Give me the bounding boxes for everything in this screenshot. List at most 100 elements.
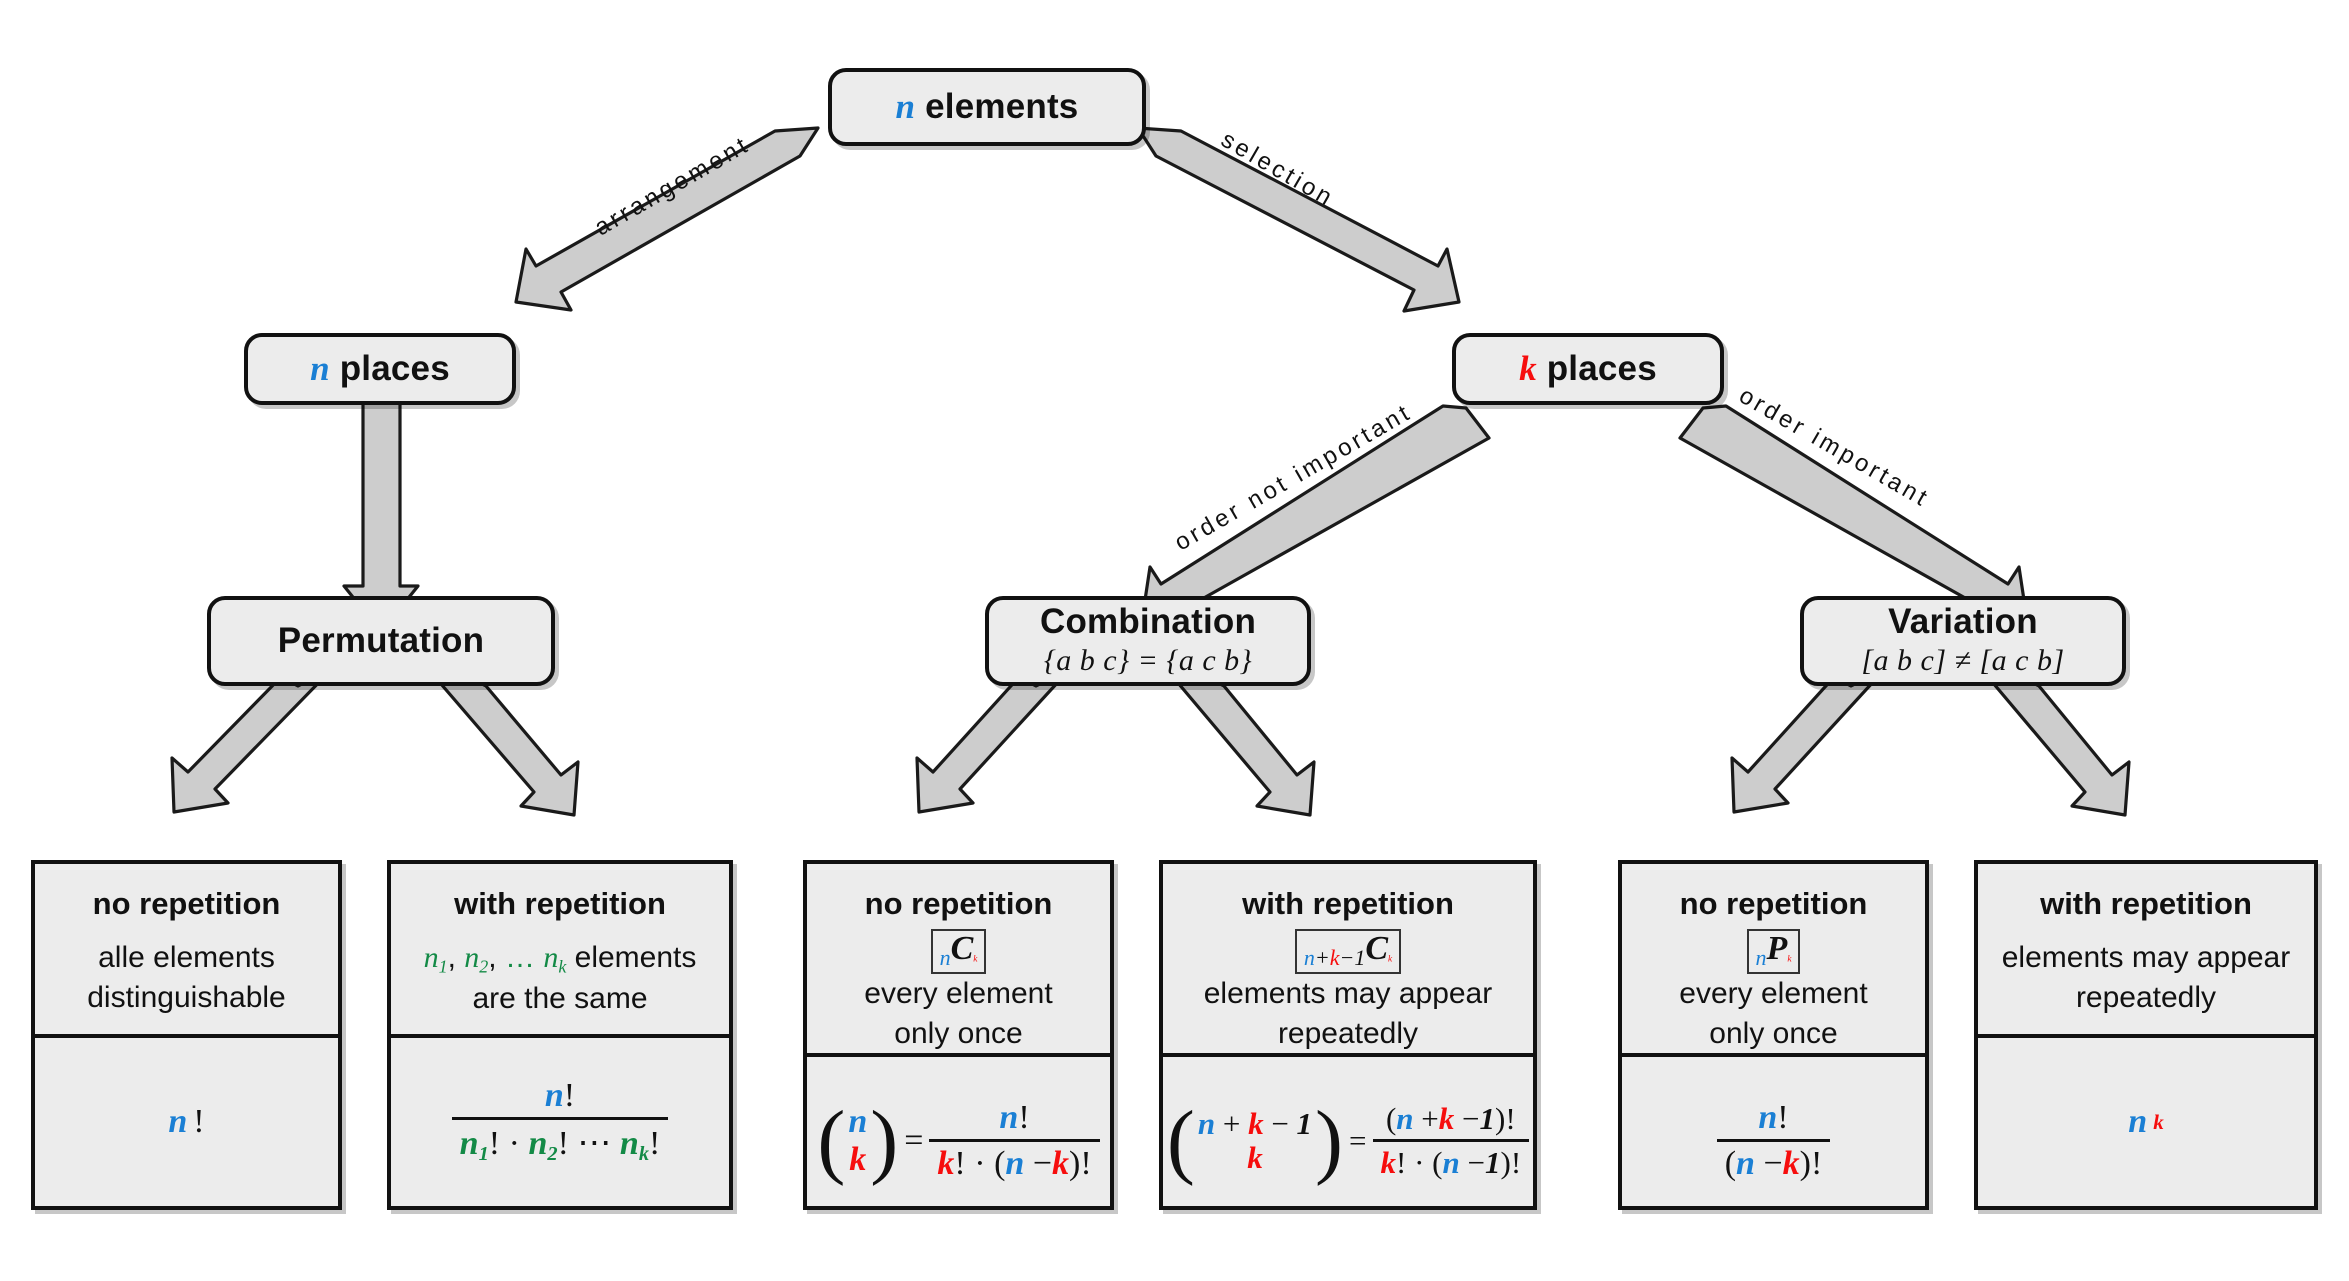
- fraction-denominator: k! · (n −1)!: [1372, 1139, 1530, 1181]
- leaf-body-line-1: elements may appear: [1203, 977, 1493, 1011]
- node-variation-subtitle: [a b c] ≠ [a c b]: [1861, 644, 2065, 678]
- edge-label-arrangement: arrangement: [590, 130, 755, 242]
- fraction-numerator: n!: [999, 1099, 1030, 1137]
- fraction-numerator: n!: [1758, 1099, 1789, 1137]
- leaf-header-text: no repetition: [92, 886, 281, 921]
- arrow-combination-to-with-repetition: [1171, 667, 1316, 817]
- leaf-header: no repetition nCk: [807, 864, 1110, 975]
- node-k-places[interactable]: k places: [1452, 333, 1724, 405]
- symbol-comma: ,: [447, 940, 456, 974]
- leaf-header-text: with repetition: [2040, 886, 2252, 921]
- binomial-coefficient: ( n + k − 1 k ): [1166, 1094, 1344, 1188]
- leaf-formula: n!: [35, 1034, 338, 1206]
- arrow-permutation-to-with-repetition: [433, 667, 580, 817]
- fraction-denominator: (n −k)!: [1716, 1139, 1831, 1183]
- symbol-n: n: [2128, 1103, 2148, 1140]
- node-n-elements[interactable]: n elements: [828, 68, 1146, 146]
- leaf-formula: ( n + k − 1 k ) = (n +k −1)! k!: [1163, 1053, 1533, 1225]
- node-k-places-rest: places: [1536, 348, 1657, 388]
- node-variation[interactable]: Variation [a b c] ≠ [a c b]: [1800, 596, 2126, 686]
- node-k-places-title: k places: [1519, 348, 1657, 388]
- leaf-header: with repetition: [1978, 864, 2314, 922]
- leaf-header-text: no repetition: [864, 886, 1053, 921]
- leaf-body-line-2: are the same: [472, 981, 648, 1015]
- arrow-variation-to-with-repetition: [1986, 667, 2131, 817]
- node-variation-title: Variation: [1888, 601, 2038, 641]
- arrow-root-to-k-places: [1136, 126, 1461, 313]
- leaf-header-text: no repetition: [1679, 886, 1868, 921]
- leaf-header-text: with repetition: [1242, 886, 1454, 921]
- leaf-body: elements may appear repeatedly: [1163, 974, 1533, 1053]
- edge-label-selection: selection: [1216, 126, 1340, 213]
- leaf-body: n1, n2, … nk elements are the same: [391, 922, 729, 1034]
- leaf-permutation-no-repetition[interactable]: no repetition alle elements distinguisha…: [31, 860, 342, 1210]
- formula-permutation-multiset: n! n1! · n2! ⋯ nk!: [451, 1077, 669, 1166]
- leaf-body: every element only once: [807, 974, 1110, 1053]
- node-permutation[interactable]: Permutation: [207, 596, 555, 686]
- leaf-header: no repetition nPk: [1622, 864, 1925, 975]
- symbol-factorial: !: [193, 1103, 205, 1140]
- edge-label-order-not-important: order not important: [1170, 398, 1417, 557]
- leaf-body: alle elements distinguishable: [35, 922, 338, 1034]
- symbol-n: n: [939, 945, 951, 971]
- formula-binomial-nk: ( n k ) = n! k! · (n −k)!: [817, 1098, 1100, 1183]
- leaf-body-line-1: elements may appear: [2001, 941, 2291, 975]
- symbol-nk: nk: [543, 940, 567, 977]
- leaf-formula: ( n k ) = n! k! · (n −k)!: [807, 1053, 1110, 1225]
- symbol-k: k: [1519, 348, 1537, 388]
- leaf-combination-no-repetition[interactable]: no repetition nCk every element only onc…: [803, 860, 1114, 1210]
- leaf-combination-with-repetition[interactable]: with repetition n+k−1Ck elements may app…: [1159, 860, 1537, 1210]
- symbol-ellipsis: …: [504, 940, 535, 974]
- fraction: n! (n −k)!: [1716, 1099, 1831, 1183]
- leaf-body: elements may appear repeatedly: [1978, 922, 2314, 1034]
- formula-variation-no-repetition: n! (n −k)!: [1716, 1099, 1831, 1183]
- fraction: n! n1! · n2! ⋯ nk!: [451, 1077, 669, 1166]
- arrow-k-places-to-variation: [1678, 404, 2029, 628]
- node-n-places-rest: places: [329, 348, 450, 388]
- node-n-places-title: n places: [310, 348, 450, 388]
- formula-binomial-n-plus-k-minus-1: ( n + k − 1 k ) = (n +k −1)! k!: [1166, 1094, 1530, 1188]
- leaf-permutation-with-repetition[interactable]: with repetition n1, n2, … nk elements ar…: [387, 860, 733, 1210]
- leaf-body: every element only once: [1622, 974, 1925, 1053]
- fraction-denominator: n1! · n2! ⋯ nk!: [451, 1117, 669, 1166]
- node-n-elements-rest: elements: [915, 86, 1079, 126]
- node-combination-title: Combination: [1039, 601, 1257, 641]
- leaf-body-line-2: only once: [1709, 1016, 1838, 1050]
- fraction-numerator: (n +k −1)!: [1385, 1101, 1516, 1137]
- leaf-body-line-2: distinguishable: [87, 981, 286, 1014]
- edge-label-order-important: order important: [1734, 382, 1935, 514]
- node-n-elements-title: n elements: [895, 86, 1079, 126]
- symbol-equals: =: [1349, 1123, 1367, 1159]
- leaf-body-line-1: alle elements: [98, 941, 275, 975]
- node-n-places[interactable]: n places: [244, 333, 516, 405]
- badge-nCk: nCk: [930, 929, 987, 975]
- leaf-header: with repetition: [391, 864, 729, 922]
- label-elements: elements: [566, 940, 697, 974]
- symbol-n1: n1: [423, 940, 448, 977]
- badge-n-plus-k-minus-1-C-k: n+k−1Ck: [1294, 929, 1402, 975]
- arrow-root-to-n-places: [514, 126, 820, 312]
- arrow-combination-to-no-repetition: [915, 667, 1072, 814]
- symbol-n: n: [895, 86, 916, 126]
- fraction-numerator: n!: [544, 1077, 576, 1115]
- node-permutation-title: Permutation: [277, 620, 485, 660]
- leaf-body-line-2: repeatedly: [2075, 981, 2217, 1014]
- leaf-body-line-1: every element: [1679, 977, 1868, 1011]
- fraction: (n +k −1)! k! · (n −1)!: [1372, 1101, 1530, 1181]
- node-combination-subtitle: {a b c} = {a c b}: [1043, 644, 1253, 678]
- symbol-equals: =: [904, 1122, 924, 1160]
- leaf-variation-with-repetition[interactable]: with repetition elements may appear repe…: [1974, 860, 2318, 1210]
- leaf-variation-no-repetition[interactable]: no repetition nPk every element only onc…: [1618, 860, 1929, 1210]
- arrow-permutation-to-no-repetition: [170, 667, 334, 814]
- symbol-comma-2: ,: [488, 940, 497, 974]
- arrow-variation-to-no-repetition: [1730, 667, 1887, 814]
- node-combination[interactable]: Combination {a b c} = {a c b}: [985, 596, 1311, 686]
- symbol-n: n: [168, 1103, 188, 1140]
- fraction-denominator: k! · (n −k)!: [929, 1139, 1100, 1183]
- symbol-n2: n2: [464, 940, 489, 977]
- leaf-body-line-2: repeatedly: [1277, 1016, 1419, 1050]
- leaf-header: no repetition: [35, 864, 338, 922]
